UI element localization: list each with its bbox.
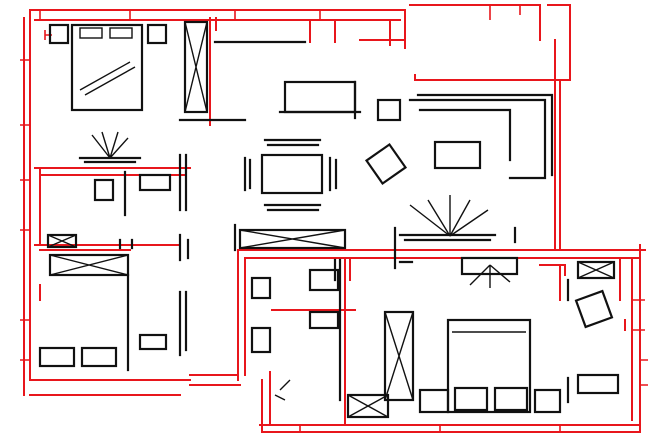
sofa-base bbox=[278, 80, 362, 120]
wall-top bbox=[29, 4, 571, 81]
wall-bathroom-left bbox=[189, 249, 246, 386]
bed-top-left bbox=[48, 23, 168, 112]
wardrobe-frame bbox=[183, 20, 209, 114]
nightstand-right bbox=[418, 388, 450, 414]
wardrobe-bottom bbox=[346, 310, 415, 419]
chair-right bbox=[328, 156, 338, 192]
door-frame-left bbox=[178, 290, 188, 357]
chair bbox=[93, 178, 115, 202]
chair-top bbox=[263, 138, 322, 147]
pillow-right bbox=[493, 386, 529, 412]
right-room-furniture bbox=[460, 256, 620, 404]
sofa-outline bbox=[408, 98, 547, 180]
armchair bbox=[364, 142, 408, 186]
nightstand bbox=[146, 23, 168, 45]
ticks-right bbox=[632, 299, 648, 386]
wardrobe-top bbox=[178, 20, 307, 122]
desk-edges bbox=[123, 153, 188, 217]
wall-left bbox=[23, 9, 191, 396]
blanket-fold bbox=[79, 61, 136, 96]
wall-bath-right bbox=[344, 257, 351, 426]
tv-unit-sides bbox=[393, 226, 517, 270]
bed-right bbox=[418, 318, 562, 414]
sofa-top bbox=[278, 80, 402, 122]
furniture bbox=[38, 20, 620, 419]
tv-unit bbox=[393, 195, 517, 270]
wardrobe-base bbox=[178, 40, 307, 122]
bath-partition bbox=[333, 258, 342, 402]
stool bbox=[138, 333, 168, 351]
nightstand-right bbox=[533, 388, 562, 414]
tv-rays bbox=[409, 195, 489, 237]
wall-right-lower bbox=[631, 244, 641, 431]
dining-table bbox=[243, 138, 338, 212]
cabinet-frame bbox=[238, 228, 347, 250]
sofa-back bbox=[416, 93, 554, 177]
wall-bottom bbox=[259, 424, 641, 433]
sofa-seat bbox=[418, 108, 512, 162]
walls bbox=[23, 4, 646, 433]
wardrobe-left bbox=[48, 253, 130, 277]
shoe-cabinet-cross bbox=[347, 394, 389, 418]
tv-bench bbox=[398, 233, 497, 242]
table-top bbox=[260, 153, 324, 195]
wall-duct bbox=[309, 19, 336, 43]
desk-right bbox=[576, 373, 620, 395]
desk-with-lamp bbox=[78, 131, 188, 217]
wall-right-upper bbox=[554, 39, 561, 251]
wall-wardrobe bbox=[209, 17, 217, 126]
wall-middle bbox=[237, 249, 646, 259]
bedroom-left bbox=[38, 233, 190, 372]
sofa-body bbox=[283, 80, 357, 114]
wardrobe-cross bbox=[184, 21, 208, 113]
bed-right-frame bbox=[446, 318, 532, 414]
coffee-table bbox=[433, 140, 482, 170]
wall-shelf bbox=[576, 260, 616, 280]
shower-corner bbox=[274, 379, 291, 401]
bathroom bbox=[250, 258, 342, 402]
cabinet-cross bbox=[239, 229, 346, 249]
wall-bedroom-mid bbox=[34, 244, 181, 251]
wall-right-nook bbox=[539, 264, 566, 301]
pillow-right bbox=[453, 386, 489, 412]
wall-shelf-cross bbox=[577, 261, 615, 279]
wall-top-inner bbox=[34, 19, 406, 46]
nightstand bbox=[48, 23, 70, 45]
hall-cabinet bbox=[233, 223, 347, 252]
basin bbox=[308, 310, 340, 330]
wall-right-window bbox=[619, 259, 626, 331]
dimension-ticks bbox=[20, 5, 648, 432]
chair-left bbox=[243, 156, 252, 192]
bed-frame bbox=[70, 23, 144, 112]
wardrobe-left-cross bbox=[49, 254, 129, 276]
sink bbox=[250, 276, 272, 300]
wardrobe-bottom-frame bbox=[383, 310, 415, 402]
shoe-cabinet bbox=[346, 393, 390, 419]
lamp-rays bbox=[91, 131, 129, 159]
hall-post bbox=[178, 233, 190, 262]
lamp-right-rays bbox=[469, 264, 511, 288]
pillow bbox=[109, 27, 133, 39]
corner-sofa bbox=[408, 93, 554, 180]
wall-bathroom-bottom-left bbox=[261, 371, 271, 433]
wardrobe-bottom-cross bbox=[384, 311, 414, 401]
ticks-bottom bbox=[299, 425, 561, 432]
desk-top bbox=[78, 156, 142, 164]
bed-left-side bbox=[118, 238, 134, 372]
shelf bbox=[46, 233, 78, 249]
reading-chair bbox=[574, 289, 614, 329]
pillow bbox=[79, 27, 103, 39]
drawer bbox=[138, 173, 172, 192]
ticks-left bbox=[20, 59, 30, 361]
nightstand-left bbox=[38, 346, 76, 368]
chair-bottom bbox=[263, 203, 322, 212]
toilet bbox=[250, 326, 272, 354]
ticks-top bbox=[39, 5, 521, 20]
cabinet bbox=[308, 268, 340, 292]
side-table bbox=[376, 98, 402, 122]
shelf-cross bbox=[47, 234, 77, 248]
nightstand-left bbox=[80, 346, 118, 368]
